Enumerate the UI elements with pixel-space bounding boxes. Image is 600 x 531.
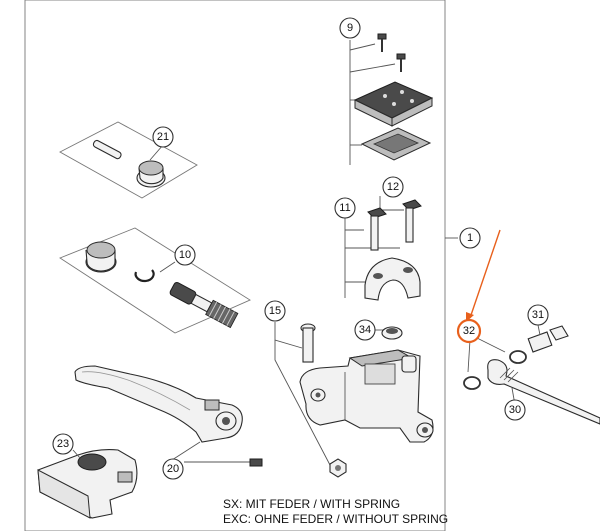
callout-21: 21 <box>149 126 174 161</box>
callout-34-label: 34 <box>359 324 371 336</box>
callout-32-label: 32 <box>463 325 475 337</box>
reservoir-cap-group: 9 <box>339 17 434 165</box>
pivot-bolt-group: 15 <box>264 300 347 478</box>
washer-upper <box>509 350 527 364</box>
highlight-arrow <box>469 229 501 319</box>
cap-screw-2 <box>396 53 406 72</box>
piston-set-21: 21 <box>59 121 198 199</box>
pivot-nut <box>329 458 347 478</box>
washer-lower <box>463 376 481 390</box>
callout-32: 32 <box>456 318 482 344</box>
highlight-32: 32 <box>456 229 501 344</box>
master-cylinder-callout: 1 <box>445 227 481 249</box>
brake-hose <box>487 359 600 425</box>
callout-32-ring <box>456 318 482 344</box>
callout-23: 23 <box>52 433 81 459</box>
adjuster-20: 20 <box>162 441 263 480</box>
assembly-frame <box>24 0 446 531</box>
callout-9: 9 <box>339 17 361 39</box>
callout-15-label: 15 <box>269 305 281 317</box>
banjo-bolt <box>527 325 569 353</box>
callout-10: 10 <box>159 244 196 273</box>
callout-31: 31 <box>527 304 549 326</box>
adjuster-screw <box>249 458 263 467</box>
callout-1: 1 <box>459 227 481 249</box>
callout-15: 15 <box>264 300 286 322</box>
note-with-spring: SX: MIT FEDER / WITH SPRING <box>223 497 400 511</box>
clamp-bolt-2 <box>402 199 422 243</box>
callout-12-label: 12 <box>387 181 399 193</box>
circlip <box>134 269 155 283</box>
plug-34: 34 <box>354 319 403 341</box>
piston-kit-10: 10 <box>59 227 251 334</box>
callout-12: 12 <box>382 176 404 198</box>
callout-20: 20 <box>162 458 184 480</box>
handlebar-clamp <box>364 257 421 301</box>
callout-9-label: 9 <box>347 22 353 34</box>
callout-11: 11 <box>334 197 356 219</box>
note-without-spring: EXC: OHNE FEDER / WITHOUT SPRING <box>223 512 448 526</box>
callout-20-label: 20 <box>167 463 179 475</box>
callout-10-label: 10 <box>179 249 191 261</box>
lever-cover-23: 23 <box>37 433 138 519</box>
callout-21-label: 21 <box>157 131 169 143</box>
callout-30-label: 30 <box>509 404 521 416</box>
callout-1-label: 1 <box>467 232 473 244</box>
brake-lever <box>74 365 243 443</box>
clamp-group: 11 12 <box>334 176 422 301</box>
pivot-bolt <box>300 323 316 363</box>
hose-assembly: 31 30 <box>463 304 600 425</box>
master-cylinder-body <box>299 349 434 443</box>
callout-30: 30 <box>504 399 526 421</box>
callout-11-label: 11 <box>339 202 350 214</box>
callout-34: 34 <box>354 319 376 341</box>
cap-screw-1 <box>377 33 387 52</box>
clamp-bolt-1 <box>367 207 387 251</box>
pushrod-pin <box>92 139 122 160</box>
callout-23-label: 23 <box>57 438 69 450</box>
piston-with-spring <box>169 282 239 329</box>
callout-31-label: 31 <box>532 309 544 321</box>
